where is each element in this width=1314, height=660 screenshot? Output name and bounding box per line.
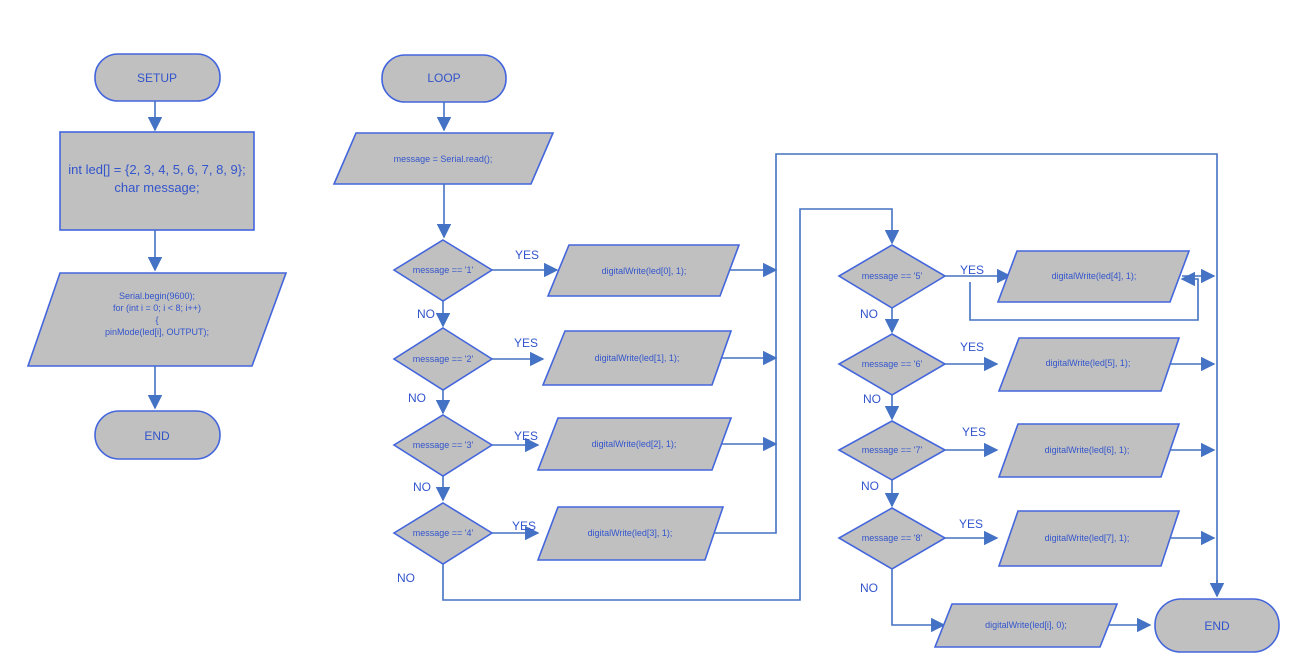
decision-2-yes-label: YES xyxy=(514,336,538,350)
decision-3-yes-label: YES xyxy=(514,429,538,443)
decision-5-label: message == '5' xyxy=(862,271,923,281)
action-5 xyxy=(996,250,1191,303)
action-2-label: digitalWrite(led[1], 1); xyxy=(595,353,680,363)
else-action xyxy=(933,603,1119,648)
action-5-label: digitalWrite(led[4], 1); xyxy=(1052,271,1137,281)
decision-1-no-label: NO xyxy=(417,307,435,321)
decision-6-no-label: NO xyxy=(863,392,881,406)
decision-6-yes-label: YES xyxy=(960,340,984,354)
loop-read-io xyxy=(332,132,555,185)
action-5-feedback xyxy=(969,271,1199,321)
action-4 xyxy=(536,506,725,561)
action-6-label: digitalWrite(led[5], 1); xyxy=(1046,358,1131,368)
decision-7-no-label: NO xyxy=(861,479,879,493)
decision-5-yes-label: YES xyxy=(960,263,984,277)
action-2 xyxy=(541,330,733,386)
action-4-label: digitalWrite(led[3], 1); xyxy=(588,528,673,538)
loop-end-label: END xyxy=(1204,619,1230,633)
action-7-label: digitalWrite(led[6], 1); xyxy=(1045,445,1130,455)
setup-start-terminator xyxy=(94,53,221,102)
setup-flow: SETUP int led[] = {2, 3, 4, 5, 6, 7, 8, … xyxy=(26,53,288,460)
setup-start-label: SETUP xyxy=(137,71,177,85)
setup-declare-line-1: int led[] = {2, 3, 4, 5, 6, 7, 8, 9}; xyxy=(68,162,245,177)
decision-2-no-label: NO xyxy=(408,391,426,405)
setup-declare-line-2: char message; xyxy=(114,180,199,195)
action-8 xyxy=(997,510,1181,567)
setup-end-label: END xyxy=(144,429,170,443)
decision-8-no-label: NO xyxy=(860,581,878,595)
setup-init-io xyxy=(26,272,288,367)
action-8-label: digitalWrite(led[7], 1); xyxy=(1045,533,1130,543)
setup-end-terminator xyxy=(94,410,221,460)
action-3 xyxy=(536,417,733,471)
setup-init-line-4: pinMode(led[i], OUTPUT); xyxy=(105,327,209,337)
decision-3-no-label: NO xyxy=(413,480,431,494)
decision-chain-left: message == '1' YES digitalWrite(led[0], … xyxy=(392,153,1218,601)
decision-4-yes-label: YES xyxy=(512,519,536,533)
decision-8-label: message == '8' xyxy=(862,533,923,543)
decision-3-label: message == '3' xyxy=(413,440,474,450)
loop-start-label: LOOP xyxy=(427,71,460,85)
decision-1-yes-label: YES xyxy=(515,248,539,262)
action-6 xyxy=(997,337,1181,392)
decision-7-yes-label: YES xyxy=(962,425,986,439)
decision-7-label: message == '7' xyxy=(862,445,923,455)
decision-8-no-connector xyxy=(891,569,946,633)
action-3-label: digitalWrite(led[2], 1); xyxy=(592,439,677,449)
decision-1-label: message == '1' xyxy=(413,265,474,275)
setup-declare-process xyxy=(59,131,255,231)
decision-2-label: message == '2' xyxy=(413,354,474,364)
decision-chain-right: message == '5' YES digitalWrite(led[4], … xyxy=(837,244,1280,653)
setup-init-line-3: { xyxy=(155,315,158,325)
loop-end-terminator xyxy=(1154,598,1280,653)
decision-4-no-connector xyxy=(442,208,900,601)
decision-6-label: message == '6' xyxy=(862,359,923,369)
setup-init-line-1: Serial.begin(9600); xyxy=(119,291,195,301)
decision-8-yes-label: YES xyxy=(959,517,983,531)
setup-init-line-2: for (int i = 0; i < 8; i++) xyxy=(113,303,201,313)
decision-4-label: message == '4' xyxy=(413,528,474,538)
decision-4-no-label: NO xyxy=(397,571,415,585)
else-action-label: digitalWrite(led[i], 0); xyxy=(985,620,1067,630)
action-1-label: digitalWrite(led[0], 1); xyxy=(602,266,687,276)
decision-5-no-label: NO xyxy=(860,307,878,321)
action-7 xyxy=(997,423,1181,478)
loop-read-label: message = Serial.read(); xyxy=(394,154,493,164)
left-merge-line xyxy=(714,153,1218,596)
loop-head: LOOP message = Serial.read(); xyxy=(332,54,555,239)
action-1 xyxy=(546,244,741,297)
